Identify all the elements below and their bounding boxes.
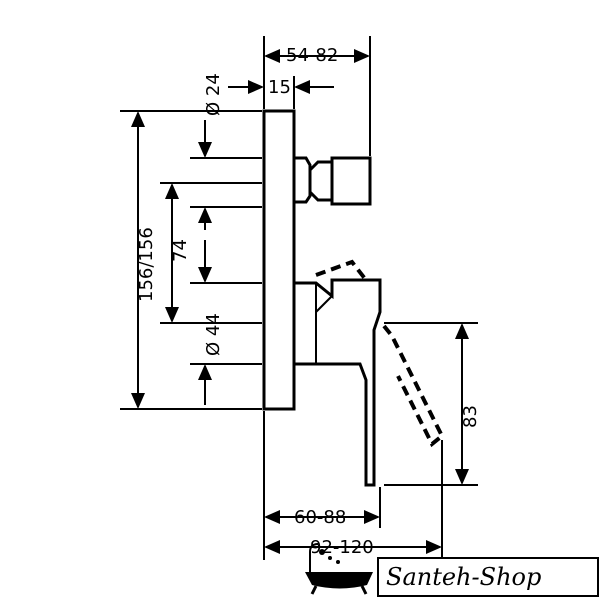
- dim-60-88: 60-88: [264, 507, 380, 528]
- lever-swing-position: [382, 324, 445, 448]
- lever-handle: [292, 278, 382, 487]
- upper-connector: [292, 156, 372, 206]
- dim-label-156: 156/156: [136, 227, 157, 302]
- wall-plate: [262, 109, 296, 411]
- dim-74: 74: [165, 183, 191, 323]
- dim-label-60-88: 60-88: [294, 507, 346, 528]
- dim-label-dia-24: Ø 24: [203, 73, 224, 116]
- dim-dia-44: Ø 44: [198, 240, 224, 405]
- lever-open-position: [315, 259, 368, 282]
- dim-label-74: 74: [170, 239, 191, 262]
- dim-label-83: 83: [460, 405, 481, 428]
- dim-label-92-120: 92-120: [310, 537, 374, 558]
- dim-92-120: 92-120: [264, 537, 442, 558]
- dim-label-15: 15: [268, 77, 291, 98]
- dim-label-54-82: 54-82: [286, 45, 338, 66]
- logo-box: [377, 557, 599, 597]
- dim-dia-24: Ø 24: [198, 73, 224, 230]
- bathtub-icon: [305, 543, 373, 595]
- dim-15: 15: [228, 77, 334, 98]
- dim-156: 156/156: [131, 111, 157, 409]
- dim-54-82: 54-82: [264, 45, 370, 66]
- dim-label-dia-44: Ø 44: [203, 313, 224, 356]
- dim-83: 83: [455, 323, 481, 485]
- logo-text: Santeh-Shop: [386, 563, 541, 591]
